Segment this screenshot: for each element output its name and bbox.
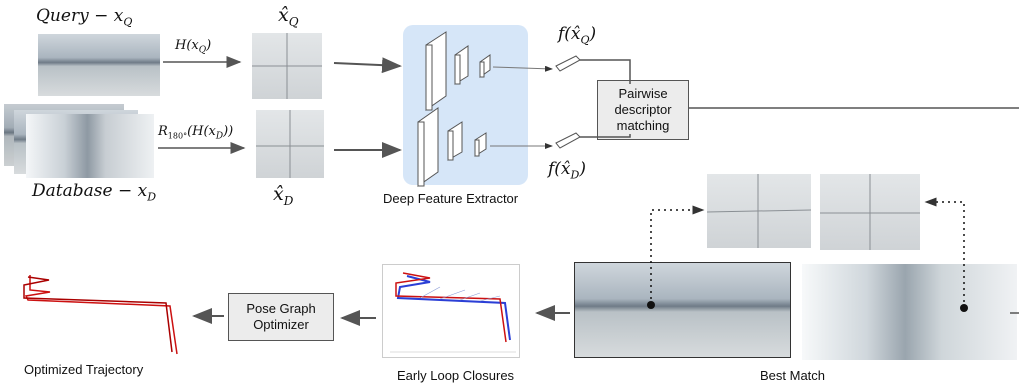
pose-line1: Pose Graph xyxy=(246,301,316,316)
f-xd-label: f(x̂D) xyxy=(548,159,586,181)
f-xq-label: f(x̂Q) xyxy=(558,24,596,46)
fxd-text: f(x̂ xyxy=(548,159,571,179)
cnn-top xyxy=(425,31,491,111)
hxq-close: ) xyxy=(206,38,212,53)
early-loop-closures-caption: Early Loop Closures xyxy=(397,368,515,383)
r180-rest: (H(x xyxy=(187,124,216,139)
database-label-text: Database − x xyxy=(32,181,148,201)
r180-close: )) xyxy=(223,124,234,139)
xhatd-sub: D xyxy=(283,193,294,208)
optimized-trajectory-caption: Optimized Trajectory xyxy=(24,362,144,377)
query-image xyxy=(38,34,160,96)
rotation-d-label: R180°(H(xD)) xyxy=(158,124,233,142)
deep-feature-extractor-caption: Deep Feature Extractor xyxy=(383,191,519,206)
fxd-sub: D xyxy=(570,168,580,182)
r180-prefix: R xyxy=(158,124,168,139)
query-label-text: Query − x xyxy=(36,6,124,26)
fxd-close: ) xyxy=(579,159,586,179)
pose-graph-optimizer-box: Pose Graph Optimizer xyxy=(228,293,334,341)
query-label-sub: Q xyxy=(123,15,133,29)
xhatq-sub: Q xyxy=(288,14,299,29)
descriptor-d xyxy=(555,132,581,149)
homography-q-label: H(xQ) xyxy=(175,38,211,56)
hxq-text: H(x xyxy=(175,38,199,53)
early-loop-closures-plot xyxy=(382,264,520,358)
fxq-sub: Q xyxy=(580,33,590,47)
r180-sub: 180° xyxy=(167,131,188,141)
best-match-caption: Best Match xyxy=(760,368,826,383)
database-label-sub: D xyxy=(147,190,157,204)
xhatd-text: x̂ xyxy=(273,183,284,205)
fxq-text: f(x̂ xyxy=(558,24,581,44)
fxq-close: ) xyxy=(589,24,597,44)
arrow-warp-q-to-cnn xyxy=(333,57,402,74)
xhat-q-label: x̂Q xyxy=(278,4,299,29)
pairwise-line2: descriptor xyxy=(614,102,672,117)
optimized-trajectory-plot xyxy=(23,275,178,355)
cnn-bottom xyxy=(417,107,487,187)
query-label: Query − xQ xyxy=(36,6,132,28)
pairwise-line1: Pairwise xyxy=(618,86,668,101)
pairwise-line3: matching xyxy=(616,118,670,133)
pose-line2: Optimizer xyxy=(253,317,309,332)
database-label: Database − xD xyxy=(32,181,156,203)
r180-rest-sub: D xyxy=(215,131,224,142)
pairwise-descriptor-matching-box: Pairwise descriptor matching xyxy=(597,80,689,140)
best-match-database-photo xyxy=(802,264,1017,360)
xhat-d-label: x̂D xyxy=(273,183,293,208)
database-image xyxy=(26,114,154,178)
xhatq-text: x̂ xyxy=(278,4,289,26)
warped-grid-lines xyxy=(252,33,920,250)
best-match-query-photo xyxy=(574,262,791,358)
descriptor-q xyxy=(555,55,581,72)
hxq-sub: Q xyxy=(198,45,207,56)
loop-closure-trajectory xyxy=(390,272,516,353)
